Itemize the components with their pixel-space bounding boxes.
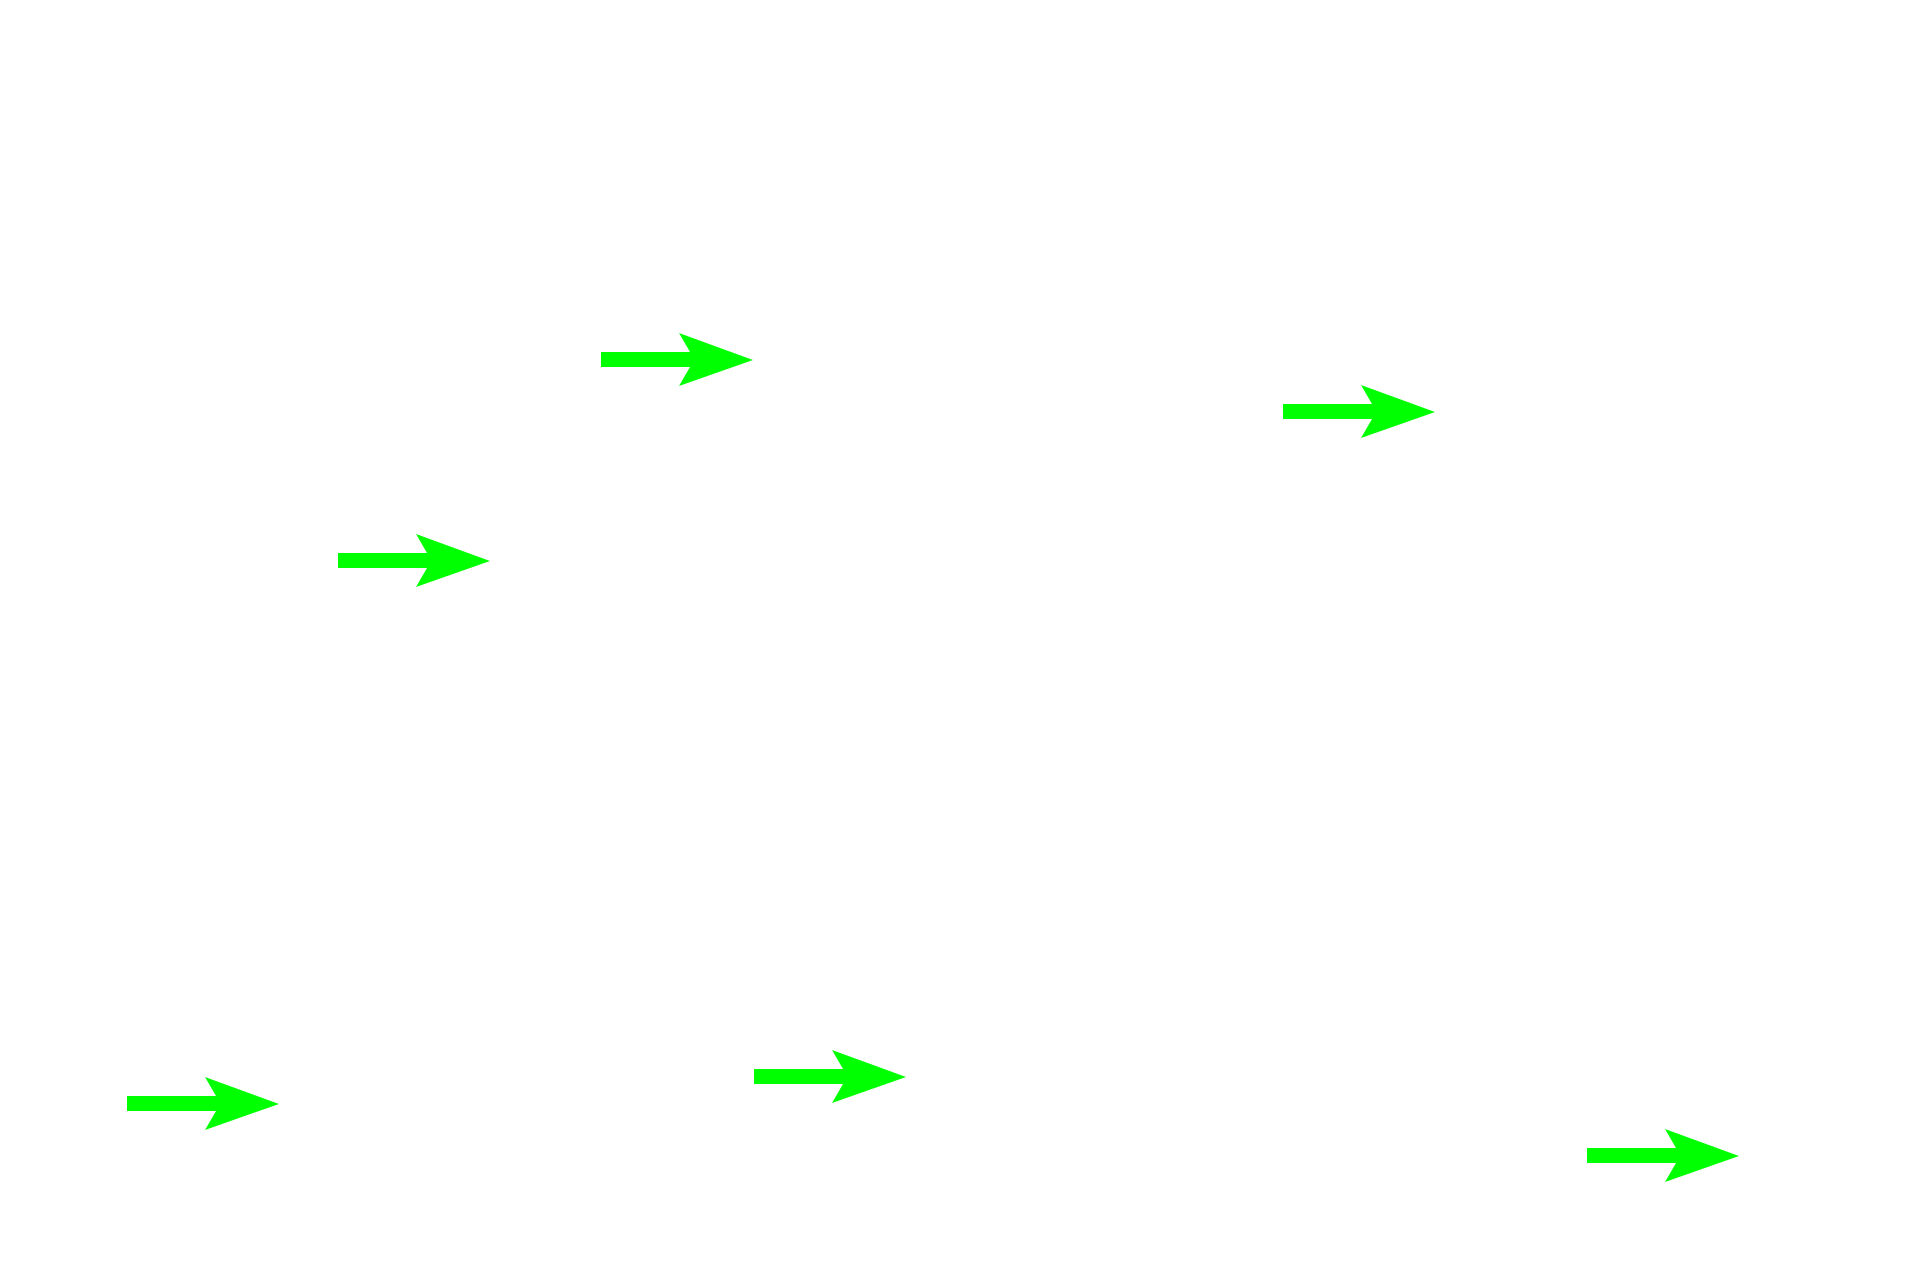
right-arrow-icon [601, 333, 753, 386]
right-arrow-icon [338, 534, 490, 587]
right-arrow-icon [754, 1050, 906, 1103]
right-arrow-icon [1283, 385, 1435, 438]
right-arrow-icon [1587, 1129, 1739, 1182]
right-arrow-icon [127, 1077, 279, 1130]
